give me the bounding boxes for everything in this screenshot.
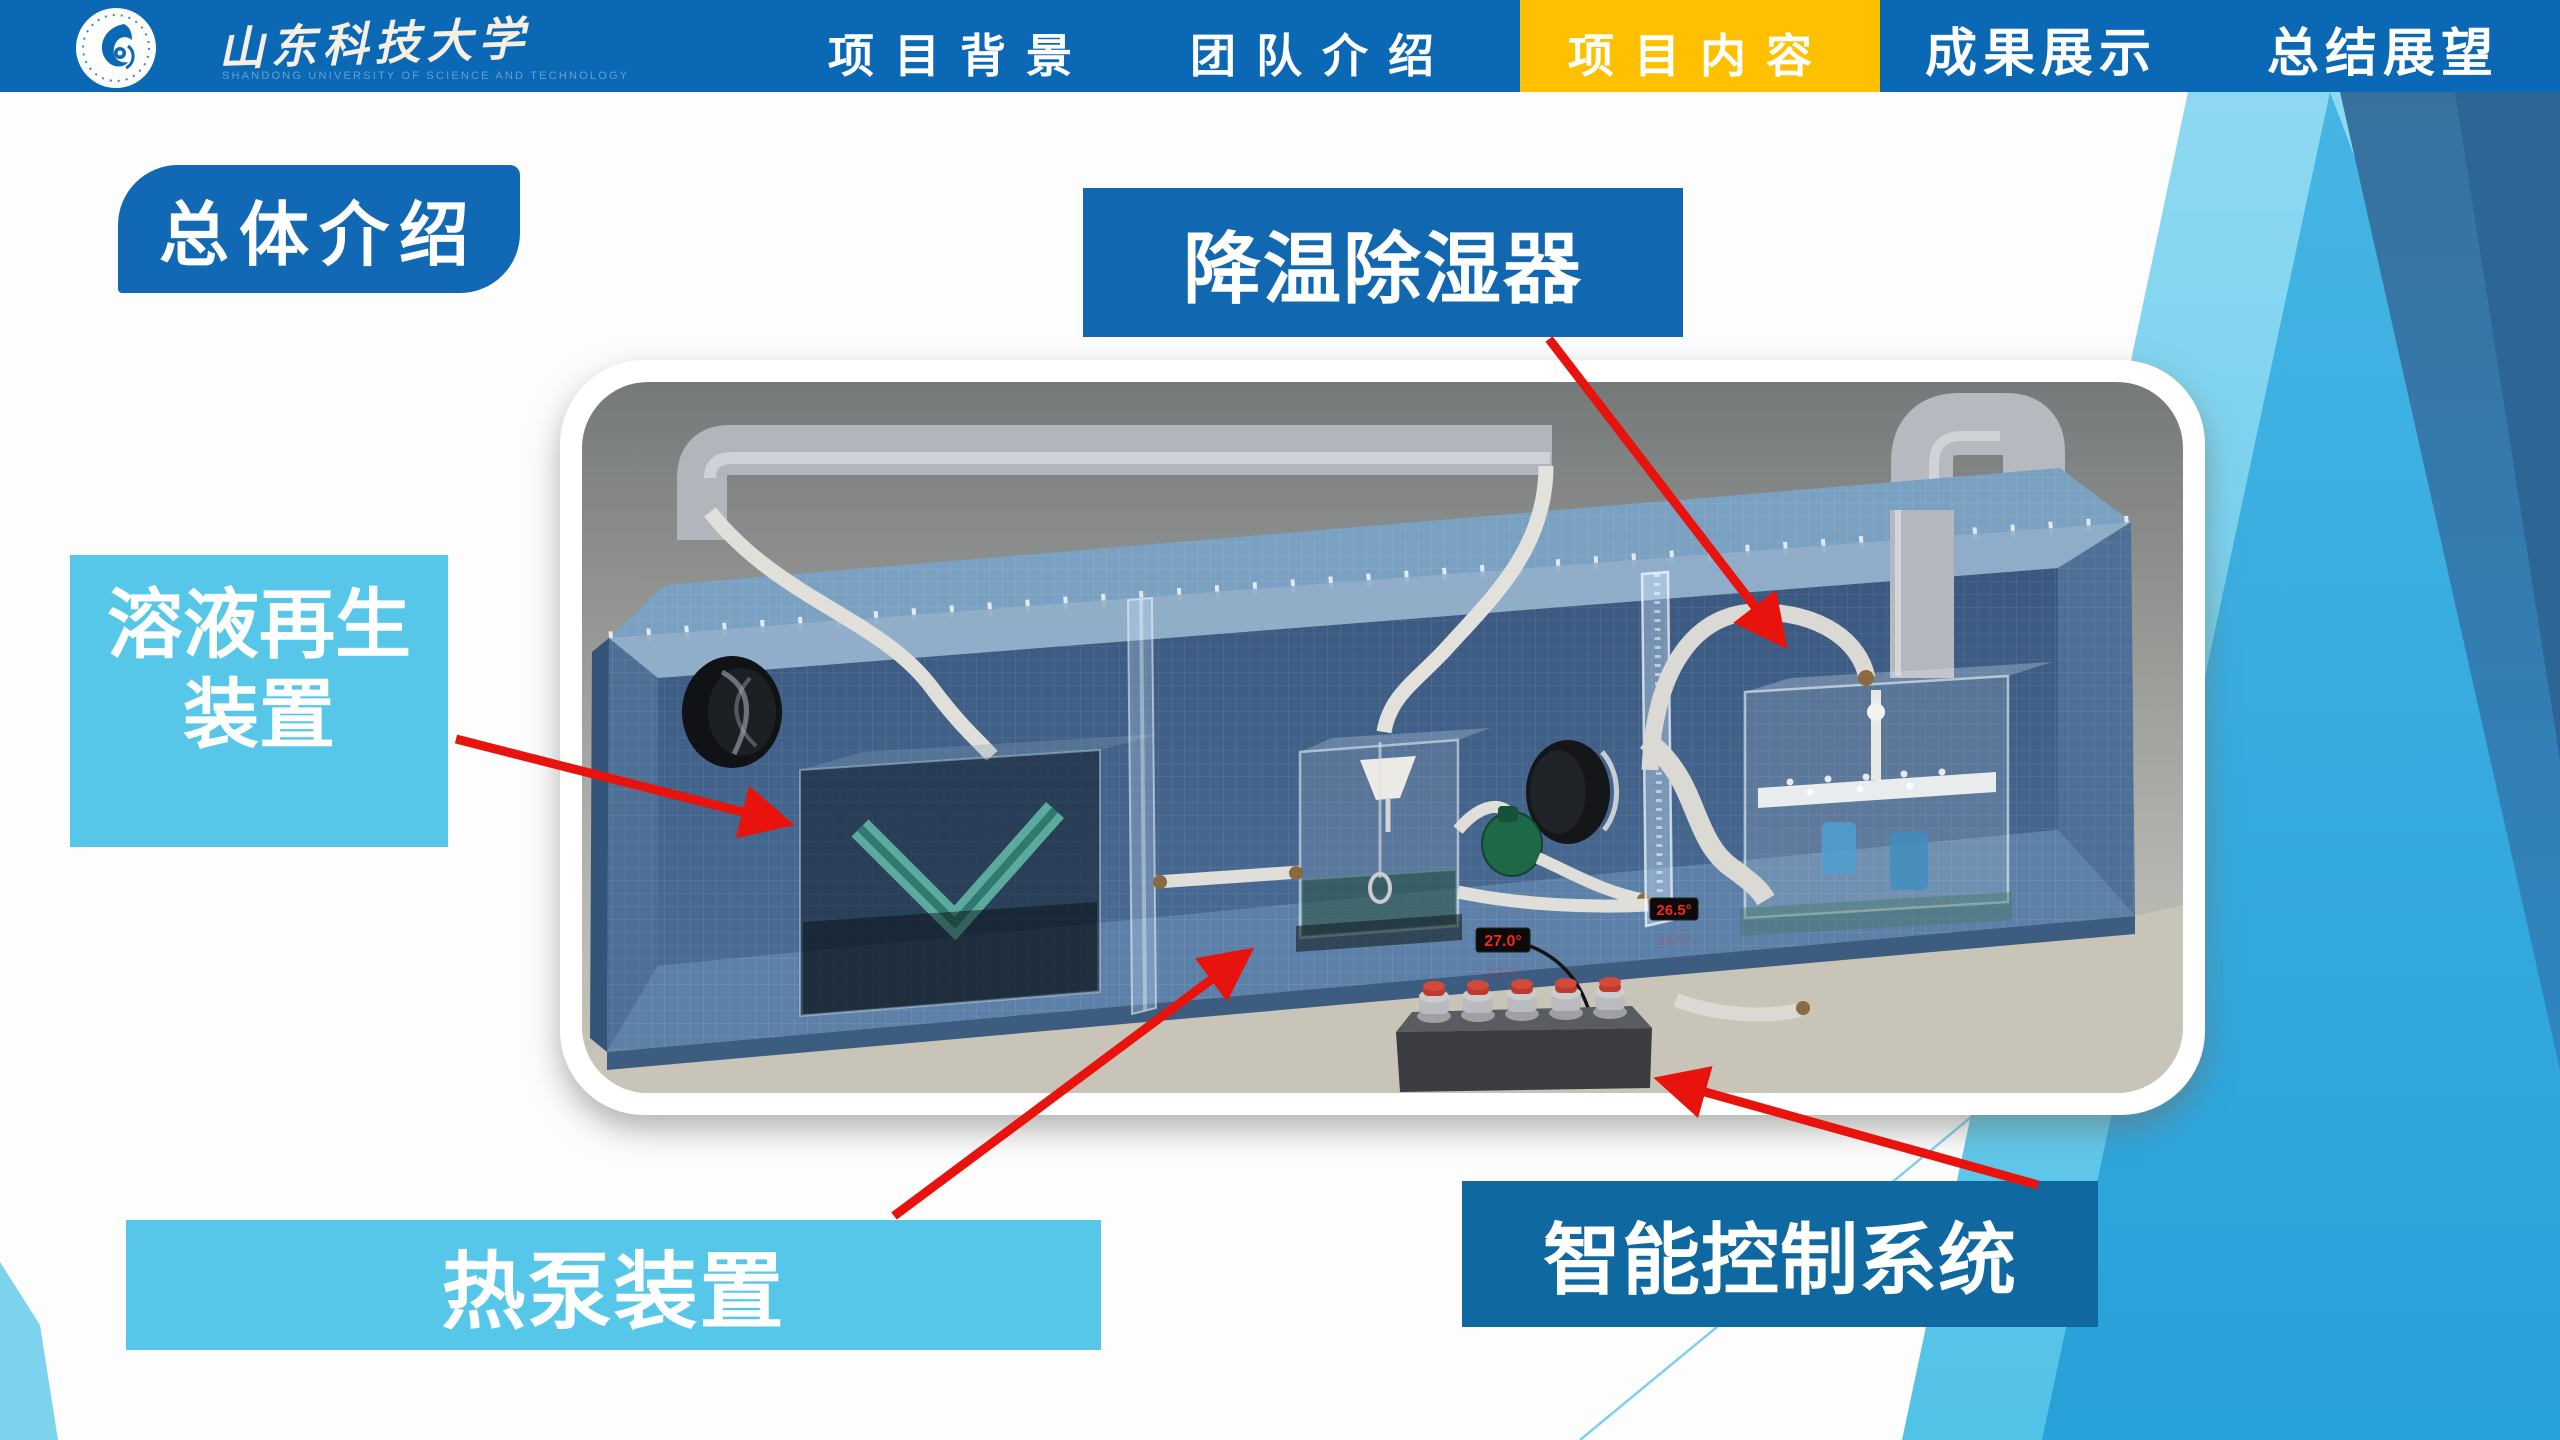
exhaust-duct-elbow bbox=[1891, 393, 2065, 530]
nav-item-achievements[interactable]: 成果展示 bbox=[1896, 0, 2186, 92]
nav-item-summary-outlook[interactable]: 总结展望 bbox=[2238, 0, 2528, 92]
machine-3d-render: 27.0° 27.0° bbox=[560, 360, 2205, 1115]
hose-mid-left bbox=[1155, 865, 1301, 889]
nav-item-project-content-active[interactable]: 项目内容 bbox=[1520, 0, 1880, 92]
temp-display-left bbox=[1475, 927, 1531, 953]
nav-item-label: 总结展望 bbox=[2266, 25, 2499, 83]
top-nav-bar: 山东科技大学 SHANDONG UNIVERSITY OF SCIENCE AN… bbox=[0, 0, 2560, 92]
triangle-dark bbox=[2455, 92, 2560, 760]
callout-solution-regeneration: 溶液再生装置 bbox=[70, 555, 448, 847]
callout-dehumidifier: 降温除湿器 bbox=[1083, 188, 1683, 337]
render-image: 27.0° 27.0° bbox=[582, 382, 2183, 1093]
hose-right-descending bbox=[1639, 731, 1775, 906]
nav-item-label: 项目背景 bbox=[828, 31, 1092, 82]
perforated-shelf bbox=[1758, 772, 1996, 808]
nav-item-label: 团队介绍 bbox=[1190, 31, 1454, 82]
temp-right-reflection: 26.5° bbox=[1658, 932, 1691, 948]
temp-right-value: 26.5° bbox=[1656, 902, 1691, 919]
funnel bbox=[1360, 756, 1416, 800]
hose-into-regen-tank bbox=[704, 507, 998, 761]
nav-item-team-intro[interactable]: 团队介绍 bbox=[1152, 0, 1492, 92]
section-title-badge: 总体介绍 bbox=[118, 165, 520, 293]
top-pipe bbox=[677, 425, 1552, 540]
machine-render-card: 27.0° 27.0° bbox=[560, 360, 2205, 1115]
nav-item-label: 成果展示 bbox=[1924, 25, 2157, 83]
university-name-calligraphy: 山东科技大学 bbox=[217, 13, 532, 76]
callout-control-text: 智能控制系统 bbox=[1542, 1216, 2017, 1304]
university-name-english: SHANDONG UNIVERSITY OF SCIENCE AND TECHN… bbox=[222, 70, 630, 82]
section-title-text: 总体介绍 bbox=[159, 197, 479, 275]
temp-display-right bbox=[1649, 897, 1699, 921]
callout-heat-pump: 热泵装置 bbox=[126, 1220, 1101, 1350]
nav-item-project-background[interactable]: 项目背景 bbox=[790, 0, 1130, 92]
control-box bbox=[1396, 977, 1652, 1092]
tube-from-ceiling bbox=[1376, 465, 1554, 734]
nav-item-label: 项目内容 bbox=[1568, 31, 1832, 82]
university-seal-icon bbox=[76, 8, 156, 88]
callout-control-system: 智能控制系统 bbox=[1462, 1181, 2098, 1327]
temp-left-value: 27.0° bbox=[1484, 933, 1522, 950]
callout-heat-pump-text: 热泵装置 bbox=[441, 1244, 786, 1339]
triangle-left-sliver bbox=[0, 1262, 58, 1440]
callout-dehumidifier-text: 降温除湿器 bbox=[1182, 224, 1583, 313]
temp-left-reflection: 27.0° bbox=[1485, 965, 1520, 982]
callout-regen-text: 溶液再生装置 bbox=[107, 583, 411, 758]
